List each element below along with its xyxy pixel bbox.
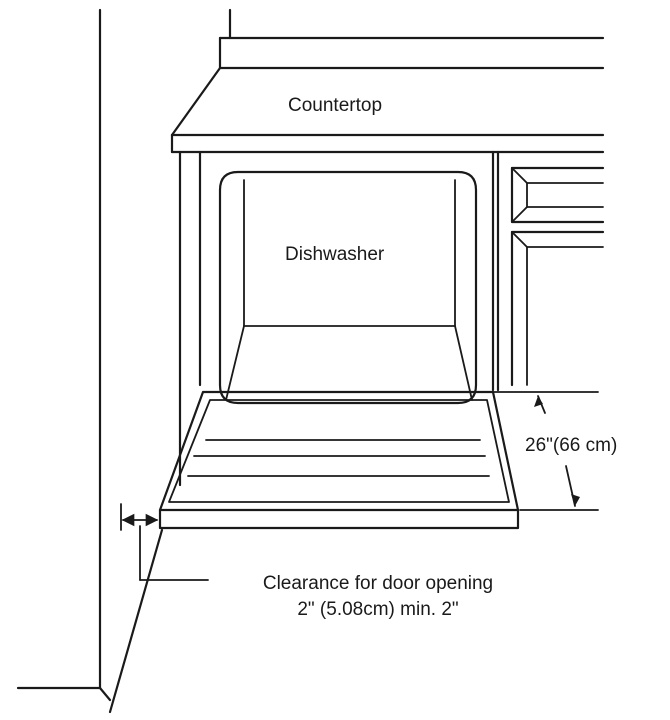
wall xyxy=(16,8,112,702)
countertop-label: Countertop xyxy=(288,95,383,116)
countertop xyxy=(170,36,605,154)
clearance-indicator xyxy=(108,503,209,714)
door-height-dimension xyxy=(492,391,599,511)
dishwasher-tub xyxy=(218,170,478,405)
clearance-label-line1: Clearance for door opening xyxy=(262,573,494,594)
dishwasher-door xyxy=(158,390,520,530)
side-cabinet xyxy=(510,166,605,387)
cabinet-panels xyxy=(178,150,500,487)
door-height-label: 26"(66 cm) xyxy=(525,435,618,456)
clearance-label-line2: 2" (5.08cm) min. 2" xyxy=(297,599,459,620)
dishwasher-label: Dishwasher xyxy=(285,244,385,265)
